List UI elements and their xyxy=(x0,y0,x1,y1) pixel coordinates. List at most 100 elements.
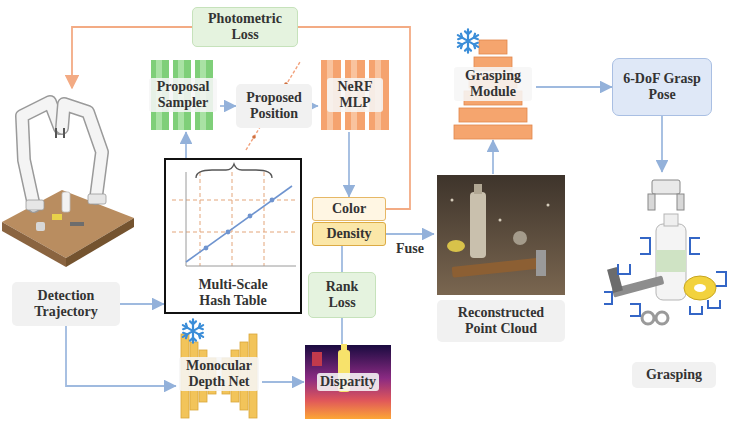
drawing-part xyxy=(305,345,391,419)
mlp-bars xyxy=(321,60,389,130)
connector xyxy=(66,326,176,386)
drawing-part xyxy=(452,257,545,278)
drawing-part xyxy=(437,175,565,295)
grasp-module-block: Grasping Module xyxy=(450,28,536,140)
point-cloud-panel: Reconstructed Point Cloud xyxy=(434,174,568,346)
drawing-part xyxy=(36,222,45,231)
drawing-part xyxy=(648,194,655,210)
drawing-part xyxy=(499,219,502,222)
connector xyxy=(492,140,494,174)
drawing-part xyxy=(226,230,231,235)
drawing-part xyxy=(607,267,623,293)
node-label: Grasping Module xyxy=(454,67,532,101)
connector xyxy=(661,116,663,172)
hash-plot xyxy=(172,164,296,266)
drawing-part xyxy=(88,194,106,204)
drawing-part xyxy=(474,184,482,194)
position-box: Proposed Position xyxy=(236,84,312,128)
node-label: Proposed Position xyxy=(241,90,307,122)
drawing-part xyxy=(454,125,532,139)
node-label: Reconstructed Point Cloud xyxy=(437,300,565,342)
loss-box: Photometric Loss xyxy=(192,7,298,47)
drawing-part xyxy=(458,29,478,52)
drawing-part xyxy=(248,214,253,219)
sampler-block: Proposal Sampler xyxy=(146,58,220,132)
drawing-part xyxy=(640,238,700,254)
node-label: Color xyxy=(332,201,366,217)
drawing-part xyxy=(22,102,60,206)
drawing-part xyxy=(447,240,465,252)
drawing-part xyxy=(186,186,292,262)
connector xyxy=(185,132,187,158)
drawing-part xyxy=(618,264,720,308)
node-label: Rank Loss xyxy=(317,279,367,311)
connector xyxy=(341,246,343,272)
drawing-part xyxy=(513,231,527,245)
drawing-part xyxy=(630,272,726,316)
drawing-part xyxy=(66,218,134,267)
drawing-part xyxy=(22,102,60,206)
connector xyxy=(312,105,318,107)
input-box: Detection Trajectory xyxy=(12,282,120,326)
connector xyxy=(536,86,612,88)
drawing-part xyxy=(56,128,64,138)
drawing-part xyxy=(656,312,668,324)
drawing-part xyxy=(451,199,454,202)
grasp-network xyxy=(454,40,532,139)
drawing-part xyxy=(341,344,347,352)
drawing-part xyxy=(684,276,716,300)
node-label: Detection Trajectory xyxy=(15,288,117,320)
node-label: Monocular Depth Net xyxy=(179,357,259,391)
drawing-part xyxy=(62,104,102,198)
drawing-part xyxy=(547,204,550,207)
node-label: Disparity xyxy=(317,373,379,391)
drawing-part xyxy=(252,135,256,139)
drawing-part xyxy=(656,224,686,300)
drawing-part xyxy=(656,250,686,272)
drawing-part xyxy=(62,104,102,198)
drawing-part xyxy=(479,40,507,54)
node-label: Multi-Scale Hash Table xyxy=(183,277,283,309)
drawing-part xyxy=(172,172,296,266)
drawing-part xyxy=(536,250,546,276)
loss-box: Rank Loss xyxy=(308,272,376,318)
drawing-part xyxy=(196,164,272,178)
node-label: Proposal Sampler xyxy=(149,78,217,112)
drawing-part xyxy=(52,214,62,220)
drawing-part xyxy=(604,238,726,316)
node-label: NeRF MLP xyxy=(327,78,383,112)
output-box: Density xyxy=(312,222,386,246)
connector xyxy=(348,132,350,197)
drawing-part xyxy=(183,319,203,342)
drawing-part xyxy=(312,352,322,366)
connector xyxy=(386,233,434,235)
hash-table-panel: Multi-Scale Hash Table xyxy=(164,158,302,314)
grasping-panel: Grasping xyxy=(604,172,744,392)
connector xyxy=(120,303,164,305)
drawing-part xyxy=(26,200,44,210)
drawing-part xyxy=(652,180,680,194)
depth-net-block: Monocular Depth Net xyxy=(176,326,262,422)
drawing-part xyxy=(22,102,102,206)
disparity-image: Disparity xyxy=(304,344,392,420)
connector xyxy=(262,381,304,383)
connector xyxy=(298,27,410,209)
disparity-map xyxy=(305,344,391,419)
node-label: 6-DoF Grasp Pose xyxy=(621,71,703,103)
drawing-part xyxy=(186,172,296,266)
grasp-scene xyxy=(604,180,726,324)
drawing-part xyxy=(664,214,678,226)
drawing-part xyxy=(62,192,70,212)
edge-label: Fuse xyxy=(394,241,426,257)
mlp-block: NeRF MLP xyxy=(318,58,392,132)
node-label: Photometric Loss xyxy=(196,11,294,43)
connector xyxy=(220,105,236,107)
drawing-part xyxy=(270,198,275,203)
drawing-part xyxy=(604,292,702,314)
drawing-part xyxy=(2,222,66,267)
drawing-part xyxy=(470,192,486,258)
drawing-part xyxy=(70,222,84,226)
drawing-part xyxy=(677,194,684,210)
point-cloud-image xyxy=(437,175,565,295)
